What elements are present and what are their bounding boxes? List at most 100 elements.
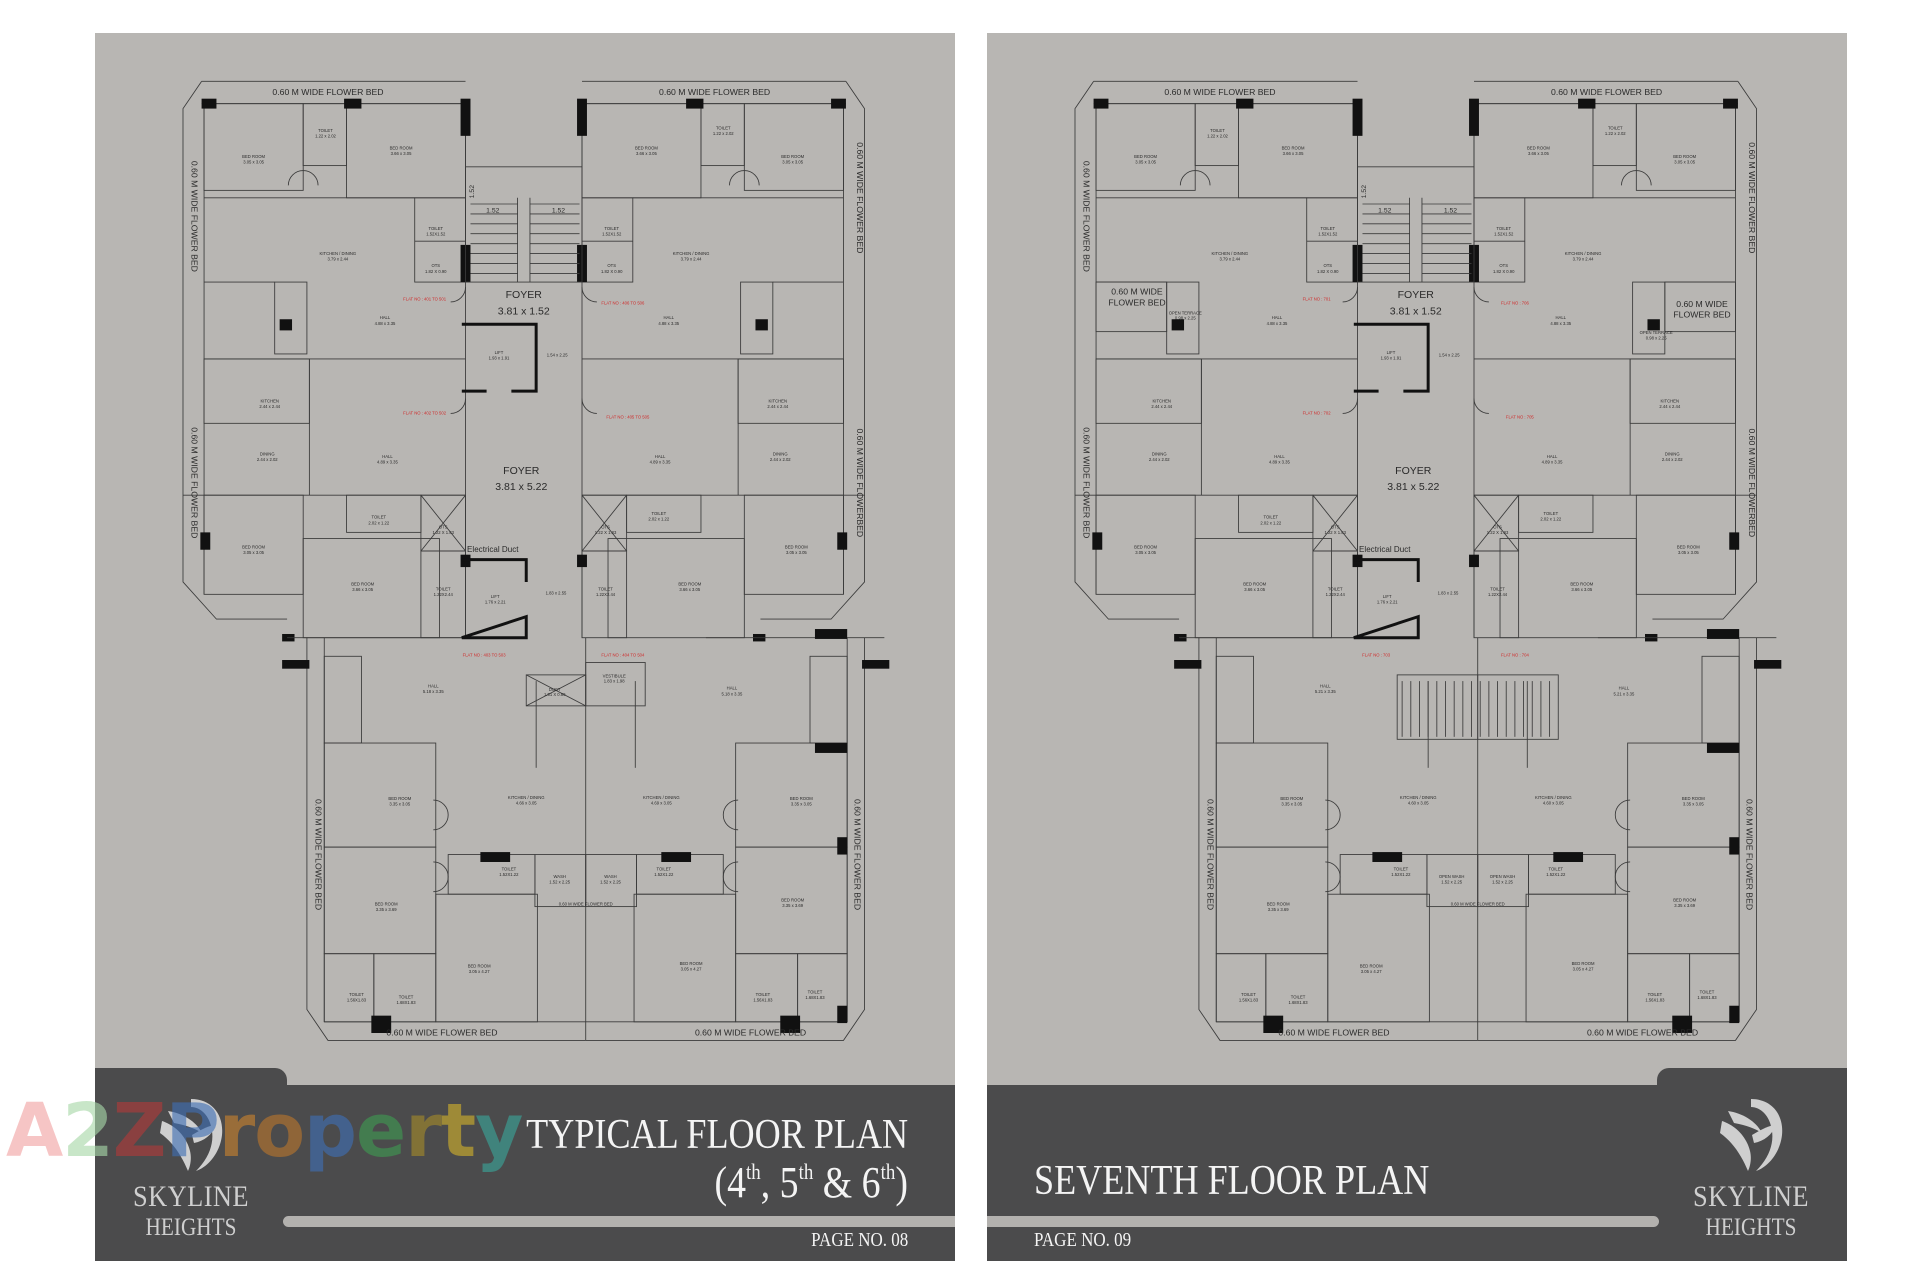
room-dimensions: 1.22X2.44	[1488, 592, 1508, 597]
room-dimensions: 2.02 x 1.22	[1540, 517, 1561, 522]
structural-column	[862, 660, 890, 669]
room-label: DINING	[1665, 452, 1680, 457]
room-dimensions: 1.68X1.83	[1697, 995, 1717, 1000]
room-dimensions: 1.68X1.83	[396, 1000, 416, 1005]
room-label: BED ROOM	[785, 544, 808, 549]
flat-number: FLAT NO : 706	[1501, 300, 1530, 305]
room-label: TOILET	[808, 989, 823, 994]
flower-bed-label: 0.60 M WIDE FLOWER BED	[272, 87, 383, 97]
structural-column	[814, 743, 848, 753]
door-swing	[581, 398, 597, 414]
room-label: TOILET	[428, 226, 443, 231]
outer-boundary	[306, 637, 586, 1041]
floor-plan-walls	[1074, 80, 1782, 1041]
room-dimensions: 1.52X1.22	[1546, 872, 1566, 877]
door-swing	[722, 799, 739, 831]
room-dimensions: 1.22 x 2.02	[1605, 131, 1626, 136]
flower-bed-label: 0.60 M WIDE FLOWER BED	[190, 161, 200, 272]
subtitle-sup: th	[798, 1159, 814, 1184]
room-dimensions: 1.68X1.83	[1288, 1000, 1308, 1005]
room-label: TOILET	[436, 587, 451, 592]
flat-number: FLAT NO : 705	[1506, 414, 1535, 419]
outer-boundary	[760, 81, 865, 620]
structural-column	[837, 837, 848, 855]
watermark-letter: r	[218, 1088, 255, 1174]
subtitle-sup: th	[746, 1159, 761, 1184]
structural-column	[1469, 554, 1479, 568]
outer-boundary	[1198, 637, 1478, 1041]
room-label: TOILET	[716, 126, 731, 131]
foyer-dimensions: 3.81 x 5.22	[495, 481, 547, 493]
room-label: TOILET	[1241, 992, 1256, 997]
room-label: OTS	[1323, 263, 1332, 268]
skyline-heights-logo: SKYLINE HEIGHTS	[1655, 1095, 1847, 1243]
lift-shaft	[461, 558, 528, 640]
flower-bed-label: 0.60 M WIDE FLOWER BED	[1278, 1027, 1389, 1037]
room-label: DINING	[260, 452, 275, 457]
room-label: TOILET	[756, 992, 771, 997]
room-dimensions: 3.35 x 3.05	[1281, 802, 1302, 807]
stair-dimension: 1.52	[552, 208, 565, 215]
watermark-letter: y	[475, 1088, 523, 1174]
a2z-property-watermark: A2ZProperty	[6, 1088, 523, 1174]
flat-number: FLAT NO : 701	[1303, 297, 1332, 302]
room-dimensions: 1.22 X 1.83	[595, 530, 617, 535]
flower-bed-label: 0.60 M WIDE FLOWER BED	[314, 799, 324, 910]
skyline-heights-logo: SKYLINE HEIGHTS	[95, 1095, 287, 1243]
room-label: HALL	[1547, 454, 1558, 459]
structural-column	[577, 554, 587, 568]
room-dimensions: 3.66 x 3.05	[1528, 151, 1549, 156]
floor-plan-walls	[182, 80, 890, 1041]
door-swing	[433, 799, 449, 831]
room-label: BED ROOM	[242, 544, 265, 549]
room-label: LIFT	[1387, 350, 1396, 355]
subtitle-part: (4	[714, 1158, 747, 1207]
banner-divider	[987, 1216, 1659, 1227]
banner-divider	[283, 1216, 955, 1227]
room-dimensions: 4.69 x 3.05	[651, 800, 672, 805]
foyer-dimensions: 3.81 x 5.22	[1387, 481, 1439, 493]
room-dimensions: 3.35 x 3.69	[782, 903, 803, 908]
foyer-label: FOYER	[1395, 465, 1432, 477]
room-dimensions: 1.22 x 2.02	[713, 131, 734, 136]
area-label: 0.60 M WIDE FLOWER BED	[559, 901, 613, 906]
room-dimensions: 2.44 x 2.02	[1149, 457, 1170, 462]
door-swing	[1179, 170, 1211, 186]
room-outline	[1664, 281, 1736, 333]
flat-number: FLAT NO : 704	[1501, 652, 1530, 657]
room-label: TOILET	[1544, 511, 1559, 516]
room-dimensions: 1.54 x 2.25	[1439, 352, 1460, 357]
room-dimensions: 1.82 X 0.90	[1493, 269, 1515, 274]
flower-bed-label: 0.60 M WIDE FLOWER BED	[1745, 799, 1755, 910]
room-label: HALL	[1555, 315, 1566, 320]
area-label: WASH	[604, 874, 616, 879]
room-label: KITCHEN / DINING	[643, 795, 680, 800]
room-label: BED ROOM	[242, 154, 265, 159]
flat-number: FLAT NO : 405 TO 505	[606, 414, 650, 419]
room-label: TOILET	[1496, 226, 1511, 231]
room-dimensions: 3.66 x 3.05	[636, 151, 657, 156]
room-label: HALL	[655, 454, 666, 459]
room-label: BED ROOM	[678, 582, 701, 587]
room-label: KITCHEN / DINING	[320, 251, 357, 256]
structural-column	[201, 98, 217, 109]
foyer-dimensions: 3.81 x 1.52	[498, 305, 550, 317]
page-subtitle-floors: (4th, 5th & 6th)	[715, 1157, 908, 1208]
room-dimensions: 2.44 x 2.02	[257, 457, 278, 462]
room-dimensions: 1.82 X 0.90	[425, 269, 447, 274]
area-dimensions: 0.98 x 2.25	[1175, 316, 1196, 321]
structural-column	[1672, 1015, 1693, 1033]
room-dimensions: 3.05 x 3.05	[1678, 550, 1699, 555]
room-outline	[740, 281, 774, 355]
outer-boundary	[1652, 81, 1757, 620]
room-dimensions: 1.52X1.52	[426, 232, 446, 237]
room-label: OTS	[439, 525, 448, 530]
room-dimensions: 3.66 x 3.05	[1283, 151, 1304, 156]
room-label: KITCHEN	[261, 398, 279, 403]
flat-number: FLAT NO : 403 TO 503	[463, 652, 507, 657]
electrical-duct-label: Electrical Duct	[1359, 545, 1411, 554]
room-label: TOILET	[1263, 515, 1278, 520]
room-dimensions: 5.21 x 3.35	[1315, 689, 1336, 694]
structural-column	[780, 1015, 801, 1033]
